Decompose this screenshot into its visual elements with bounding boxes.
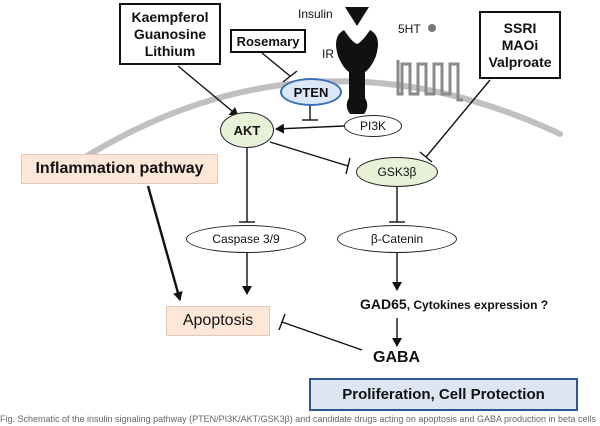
apoptosis-label: Apoptosis xyxy=(182,312,254,329)
caspase-label: Caspase 3/9 xyxy=(212,232,280,246)
drug-box-left: Kaempferol Guanosine Lithium xyxy=(119,3,221,65)
proliferation-label: Proliferation, Cell Protection xyxy=(342,386,545,403)
ir-label: IR xyxy=(322,47,334,61)
catenin-node: β-Catenin xyxy=(337,225,457,253)
inflammation-label: Inflammation pathway xyxy=(35,160,204,177)
akt-node: AKT xyxy=(220,112,274,148)
insulin-ligand-icon xyxy=(345,7,369,26)
arrow-inflammation-to-apoptosis xyxy=(146,185,183,301)
arrow-drugs-to-akt xyxy=(177,65,239,117)
pten-label: PTEN xyxy=(293,84,329,100)
figure-caption: Fig. Schematic of the insulin signaling … xyxy=(0,414,597,424)
serotonin-label: 5HT xyxy=(398,22,421,36)
gsk3b-label: GSK3β xyxy=(377,165,417,179)
akt-label: AKT xyxy=(233,122,261,138)
gaba-label: GABA xyxy=(373,349,421,366)
serotonin-icon xyxy=(428,24,436,32)
pten-node: PTEN xyxy=(280,78,342,106)
apoptosis-box: Apoptosis xyxy=(166,306,270,336)
gad65-label: GAD65 xyxy=(360,296,407,312)
inhibit-akt-gsk3b xyxy=(269,141,351,175)
serotonin-receptor-icon xyxy=(396,60,463,102)
gsk3b-node: GSK3β xyxy=(356,157,438,187)
drug-maoi: MAOi xyxy=(501,36,539,53)
catenin-label: β-Catenin xyxy=(370,232,424,246)
inhibit-gsk3b-catenin xyxy=(389,186,405,223)
inhibit-gaba-apoptosis xyxy=(278,313,363,351)
drug-box-rosemary: Rosemary xyxy=(230,29,306,53)
inhibit-rosemary-pten xyxy=(261,52,298,83)
drug-ssri: SSRI xyxy=(503,19,537,36)
drug-valproate: Valproate xyxy=(488,53,552,70)
inhibit-ssri-gsk3b xyxy=(419,79,491,163)
drug-rosemary: Rosemary xyxy=(236,33,300,49)
arrow-pi3k-to-akt xyxy=(275,123,345,134)
drug-lithium: Lithium xyxy=(144,42,196,59)
pi3k-label: PI3K xyxy=(359,119,386,133)
cytokines-label: , Cytokines expression ? xyxy=(406,298,549,312)
caspase-node: Caspase 3/9 xyxy=(186,225,306,253)
insulin-label: Insulin xyxy=(298,7,333,21)
pi3k-node: PI3K xyxy=(344,115,402,137)
inflammation-pathway-box: Inflammation pathway xyxy=(21,154,218,184)
gad65-line: GAD65, Cytokines expression ? xyxy=(360,296,548,314)
drug-guanosine: Guanosine xyxy=(133,25,207,42)
drug-box-right: SSRI MAOi Valproate xyxy=(479,11,561,79)
inhibit-akt-caspase xyxy=(239,148,255,223)
drug-kaempferol: Kaempferol xyxy=(131,8,209,25)
proliferation-box: Proliferation, Cell Protection xyxy=(309,378,578,411)
inhibit-pten-pi3k xyxy=(302,104,318,121)
insulin-receptor-icon xyxy=(336,30,378,114)
